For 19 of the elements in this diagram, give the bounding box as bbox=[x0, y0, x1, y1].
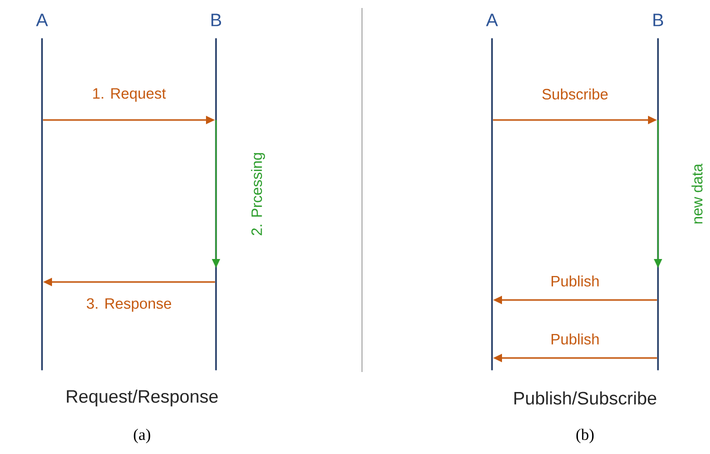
process-label: 2. Prcessing bbox=[251, 153, 265, 236]
diagram-caption: Publish/Subscribe bbox=[514, 391, 656, 405]
edge-label: 3. Response bbox=[86, 298, 172, 312]
edge-label: Publish bbox=[552, 333, 599, 344]
process-label: new data bbox=[692, 164, 702, 224]
subfigure-label: (b) bbox=[576, 428, 594, 444]
edge-label: 1. Request bbox=[93, 88, 166, 102]
lifeline bbox=[41, 38, 43, 370]
subfigure-label: (a) bbox=[134, 428, 150, 444]
lifeline bbox=[215, 38, 217, 370]
edge-label: Publish bbox=[552, 275, 599, 286]
lifeline-label: B bbox=[211, 14, 222, 26]
lifeline-label: A bbox=[486, 14, 498, 26]
lifeline bbox=[657, 38, 659, 370]
lifeline-label: B bbox=[653, 14, 664, 26]
lifeline-label: A bbox=[36, 14, 48, 26]
diagram-caption: Request/Response bbox=[66, 390, 218, 406]
edge-label: Subscribe bbox=[542, 88, 608, 100]
lifeline bbox=[491, 38, 493, 370]
